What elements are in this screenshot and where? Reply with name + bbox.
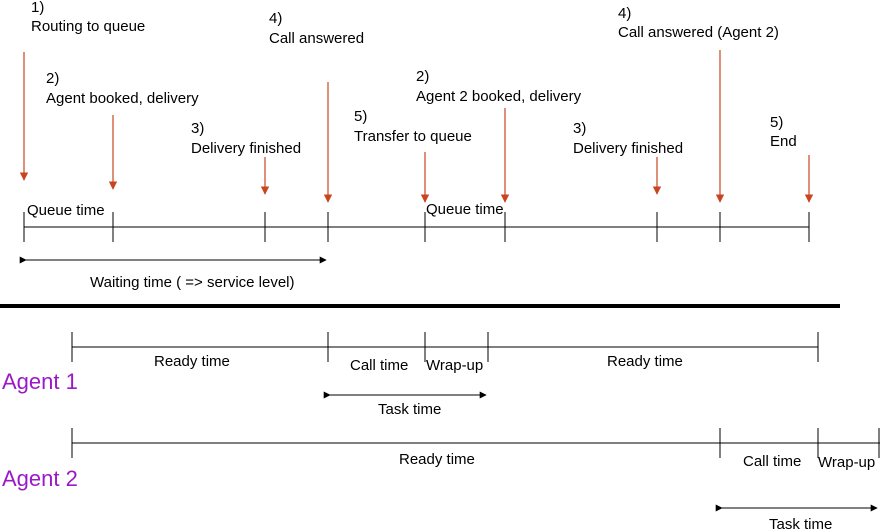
event-4-number: 4)	[269, 10, 282, 27]
agent-2-task-time: Task time	[769, 516, 832, 531]
agent-1-ready-time-1: Ready time	[154, 353, 230, 370]
event-6-number: 2)	[416, 68, 429, 85]
queue-time-label-2: Queue time	[426, 201, 504, 218]
customer-timeline	[23, 212, 810, 242]
event-9-number: 5)	[770, 114, 783, 131]
event-2-label: Agent booked, delivery	[46, 90, 199, 107]
event-7-number: 3)	[573, 120, 586, 137]
agent-2-ready-time: Ready time	[399, 451, 475, 468]
agent-1-wrap-up: Wrap-up	[426, 357, 483, 374]
agent-1-ready-time-2: Ready time	[607, 353, 683, 370]
event-2-number: 2)	[46, 70, 59, 87]
agent-1-call-time: Call time	[350, 357, 408, 374]
agent-1-task-time: Task time	[378, 401, 441, 418]
event-5-number: 5)	[354, 108, 367, 125]
agent-2-wrap-up: Wrap-up	[818, 454, 875, 471]
queue-time-label-1: Queue time	[27, 202, 105, 219]
event-9-label: End	[770, 133, 797, 150]
event-8-label: Call answered (Agent 2)	[618, 24, 779, 41]
agent-2-label: Agent 2	[2, 466, 78, 491]
event-5-label: Transfer to queue	[354, 128, 472, 145]
event-3-number: 3)	[191, 120, 204, 137]
agent-2-timeline	[71, 428, 880, 458]
agent-1-timeline	[71, 332, 819, 362]
waiting-time-label: Waiting time ( => service level)	[90, 274, 295, 291]
event-6-label: Agent 2 booked, delivery	[416, 88, 582, 105]
event-7-label: Delivery finished	[573, 140, 683, 157]
agent-2-call-time: Call time	[743, 453, 801, 470]
event-8-number: 4)	[618, 5, 631, 22]
event-4-label: Call answered	[269, 30, 364, 47]
event-3-label: Delivery finished	[191, 140, 301, 157]
event-1-label: Routing to queue	[31, 18, 145, 35]
event-1-number: 1)	[31, 0, 44, 16]
agent-1-label: Agent 1	[2, 369, 78, 394]
